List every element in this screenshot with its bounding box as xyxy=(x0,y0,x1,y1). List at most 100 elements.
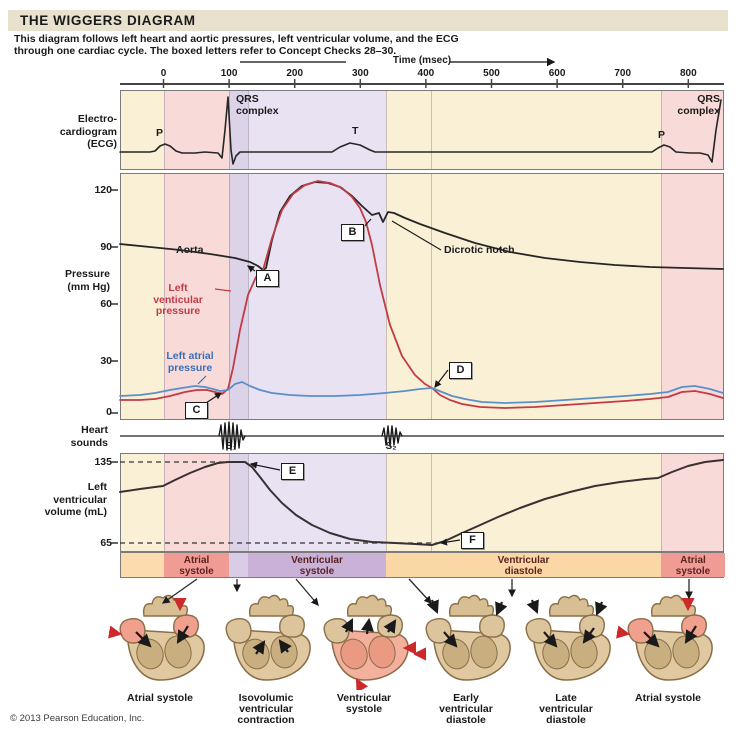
blood-flow-arrow xyxy=(360,617,374,635)
blood-flow-arrow xyxy=(582,627,596,644)
concept-box-b: B xyxy=(341,224,364,241)
heart-ventricular-systole xyxy=(312,590,416,693)
s2-label: S₂ xyxy=(385,441,397,452)
right-atrium xyxy=(323,618,350,644)
blood-flow-arrow xyxy=(426,599,439,615)
time-tick: 100 xyxy=(220,68,238,79)
aorta-curve-label: Aorta xyxy=(176,244,204,256)
time-tick: 300 xyxy=(351,68,369,79)
blood-flow-arrow xyxy=(543,631,558,648)
left-atrium xyxy=(579,614,605,638)
volume-tick-65: 65 xyxy=(100,537,112,549)
blood-flow-arrow xyxy=(341,618,353,633)
heart-drawing xyxy=(323,594,416,693)
intro-line-2: through one cardiac cycle. The boxed let… xyxy=(14,45,397,57)
blood-flow-arrow xyxy=(252,640,266,655)
great-vessels xyxy=(248,594,295,617)
blood-flow-arrow xyxy=(135,631,152,648)
blood-flow-arrow xyxy=(495,601,508,617)
blood-flow-arrow xyxy=(684,625,698,644)
blood-flow-arrow xyxy=(643,631,660,648)
phase-gap xyxy=(121,553,164,577)
ecg-p2-wave-label: P xyxy=(658,129,666,141)
heart-caption-atrial-systole-1: Atrial systole xyxy=(127,692,193,704)
blood-flow-arrow xyxy=(443,631,458,648)
pressure-tick-90: 90 xyxy=(100,241,112,253)
title-bar: THE WIGGERS DIAGRAM xyxy=(8,10,728,31)
s1-label: S₁ xyxy=(225,441,237,452)
heart-caption-atrial-systole-2: Atrial systole xyxy=(635,692,701,704)
great-vessels xyxy=(548,594,595,617)
blood-flow-arrow xyxy=(176,625,190,644)
concept-box-d: D xyxy=(449,362,472,379)
intro-text: This diagram follows left heart and aort… xyxy=(14,33,654,57)
heart-atrial-systole-2 xyxy=(615,590,720,690)
right-atrium xyxy=(425,618,452,644)
time-tick: 500 xyxy=(483,68,500,79)
left-atrium xyxy=(377,614,403,638)
pressure-axis-label: Pressure(mm Hg) xyxy=(65,268,110,293)
right-atrium xyxy=(627,618,654,644)
right-ventricle-cavity xyxy=(340,638,368,670)
intro-line-1: This diagram follows left heart and aort… xyxy=(14,33,459,45)
pressure-tick-0: 0 xyxy=(106,406,112,418)
heart-drawing xyxy=(107,594,205,681)
heart-drawing xyxy=(225,594,311,681)
blood-flow-arrow xyxy=(107,625,123,639)
page-title: THE WIGGERS DIAGRAM xyxy=(20,13,196,28)
blood-flow-arrow xyxy=(383,619,397,634)
left-atrium xyxy=(479,614,505,638)
ecg-panel xyxy=(120,90,724,170)
heart-late-ventricular-diastole xyxy=(514,590,618,690)
time-axis-label: Time (msec) xyxy=(392,55,452,66)
left-ventricle-cavity xyxy=(470,635,498,669)
heart-drawing xyxy=(615,594,713,681)
pressure-tick-60: 60 xyxy=(100,298,112,310)
concept-box-f: F xyxy=(461,532,484,549)
left-ventricle-cavity xyxy=(672,635,700,669)
band-atrial-systole xyxy=(164,91,229,169)
heart-drawing xyxy=(412,594,511,681)
blood-flow-arrow xyxy=(278,639,292,654)
time-tick: 400 xyxy=(417,68,435,79)
left-atrium xyxy=(681,614,707,638)
copyright-text: © 2013 Pearson Education, Inc. xyxy=(10,713,145,724)
pressure-tick-120: 120 xyxy=(94,184,112,196)
great-vessels xyxy=(346,594,393,617)
left-atrium xyxy=(173,614,199,638)
heart-early-ventricular-diastole xyxy=(412,590,518,690)
ecg-p-wave-label: P xyxy=(156,127,164,139)
concept-box-e: E xyxy=(281,463,304,480)
time-tick: 0 xyxy=(160,68,167,79)
heart-atrial-systole-1 xyxy=(107,590,212,690)
left-ventricle-cavity xyxy=(570,635,598,669)
ecg-axis-label: Electro-cardiogram(ECG) xyxy=(59,113,117,150)
time-tick: 700 xyxy=(614,68,632,79)
heart-isovolumic-contraction xyxy=(214,590,318,690)
great-vessels xyxy=(448,594,495,617)
right-atrium xyxy=(525,618,552,644)
blood-flow-arrow xyxy=(595,601,608,617)
ecg-t-wave-label: T xyxy=(352,125,359,137)
time-axis-line xyxy=(120,83,724,85)
band-ventricular-diastole xyxy=(386,91,661,169)
right-atrium xyxy=(225,618,252,644)
blood-flow-arrow xyxy=(615,625,631,639)
left-ventricle-cavity xyxy=(368,635,396,669)
